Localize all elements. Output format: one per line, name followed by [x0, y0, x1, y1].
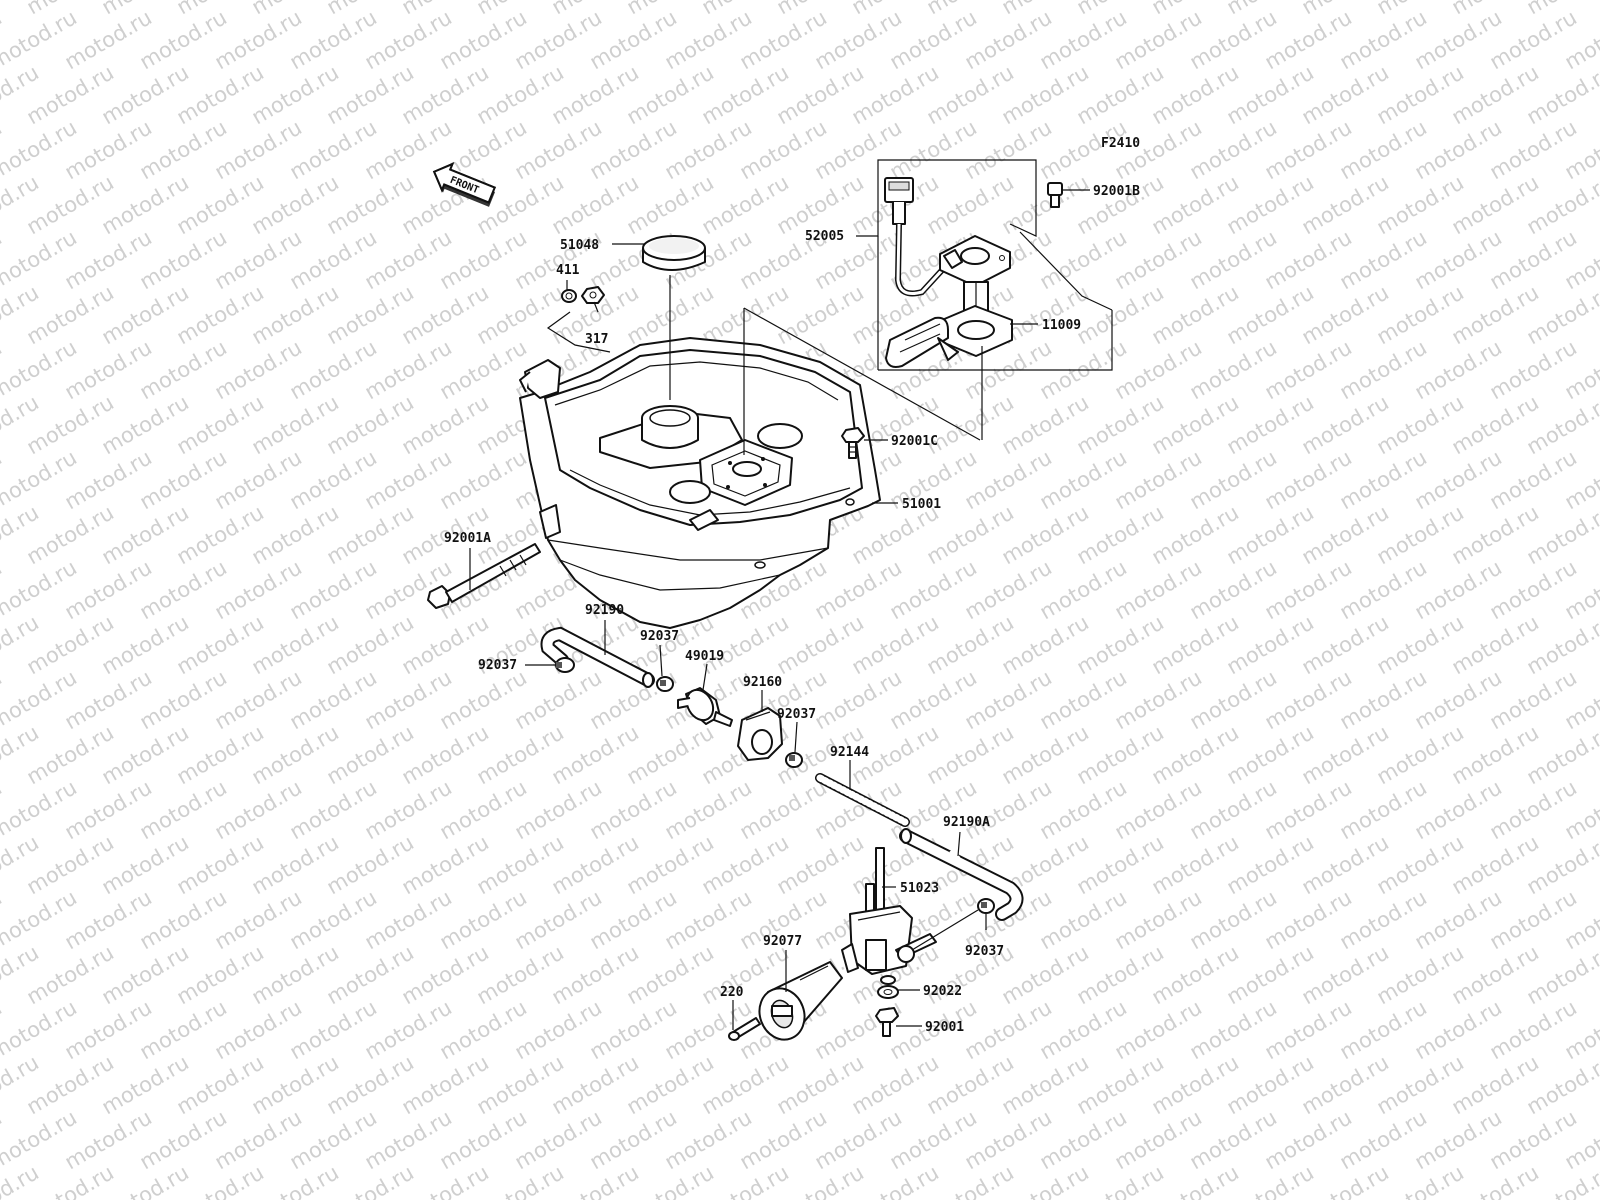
nut-317 [581, 286, 605, 304]
fuel-valve-51023 [841, 847, 937, 985]
callout-92001A: 92001A [444, 531, 491, 546]
callout-92001C: 92001C [891, 434, 938, 449]
callout-92022: 92022 [923, 984, 962, 999]
bolt-92001C [841, 427, 865, 459]
leader-lines [469, 159, 1113, 1030]
callout-317: 317 [585, 332, 608, 347]
callout-51023: 51023 [900, 881, 939, 896]
callout-92001B: 92001B [1093, 184, 1140, 199]
fuel-pump-52005 [884, 177, 1013, 368]
callout-92001: 92001 [925, 1020, 964, 1035]
screw-220 [728, 1017, 761, 1041]
callout-92037-a: 92037 [478, 658, 517, 673]
hose-92190A [899, 828, 1024, 921]
callout-49019: 49019 [685, 649, 724, 664]
callout-92037-b: 92037 [640, 629, 679, 644]
callout-220: 220 [720, 985, 744, 1000]
callout-92190: 92190 [585, 603, 624, 618]
callout-labels: 51048 411 317 52005 92001B 11009 92001C … [444, 184, 1140, 1035]
callout-51001: 51001 [902, 497, 941, 512]
damper-92160 [737, 707, 783, 761]
callout-11009: 11009 [1042, 318, 1081, 333]
callout-92037-d: 92037 [965, 944, 1004, 959]
fuel-tank-51001 [519, 337, 881, 629]
washer-411 [561, 289, 577, 303]
callout-52005: 52005 [805, 229, 844, 244]
callout-92190A: 92190A [943, 815, 990, 830]
washer-92022 [877, 985, 899, 999]
callout-92160: 92160 [743, 675, 782, 690]
cap-51048 [642, 235, 706, 271]
callout-92144: 92144 [830, 745, 869, 760]
callout-92037-c: 92037 [777, 707, 816, 722]
clamp-92037-d [977, 898, 995, 914]
callout-51048: 51048 [560, 238, 599, 253]
clamp-92037-c [785, 752, 803, 768]
hose-92190 [540, 626, 655, 688]
spring-hose-92144 [815, 773, 910, 827]
knob-92077 [758, 961, 843, 1041]
figure-code: F2410 [1101, 136, 1140, 151]
callout-92077: 92077 [763, 934, 802, 949]
bolt-92001 [875, 1007, 899, 1037]
bolt-92001B [1047, 182, 1063, 208]
front-arrow-icon: FRONT [432, 162, 496, 207]
clamp-92037-a [555, 657, 575, 673]
fuel-filter-49019 [677, 687, 733, 727]
callout-411: 411 [556, 263, 580, 278]
clamp-92037-b [656, 676, 674, 692]
